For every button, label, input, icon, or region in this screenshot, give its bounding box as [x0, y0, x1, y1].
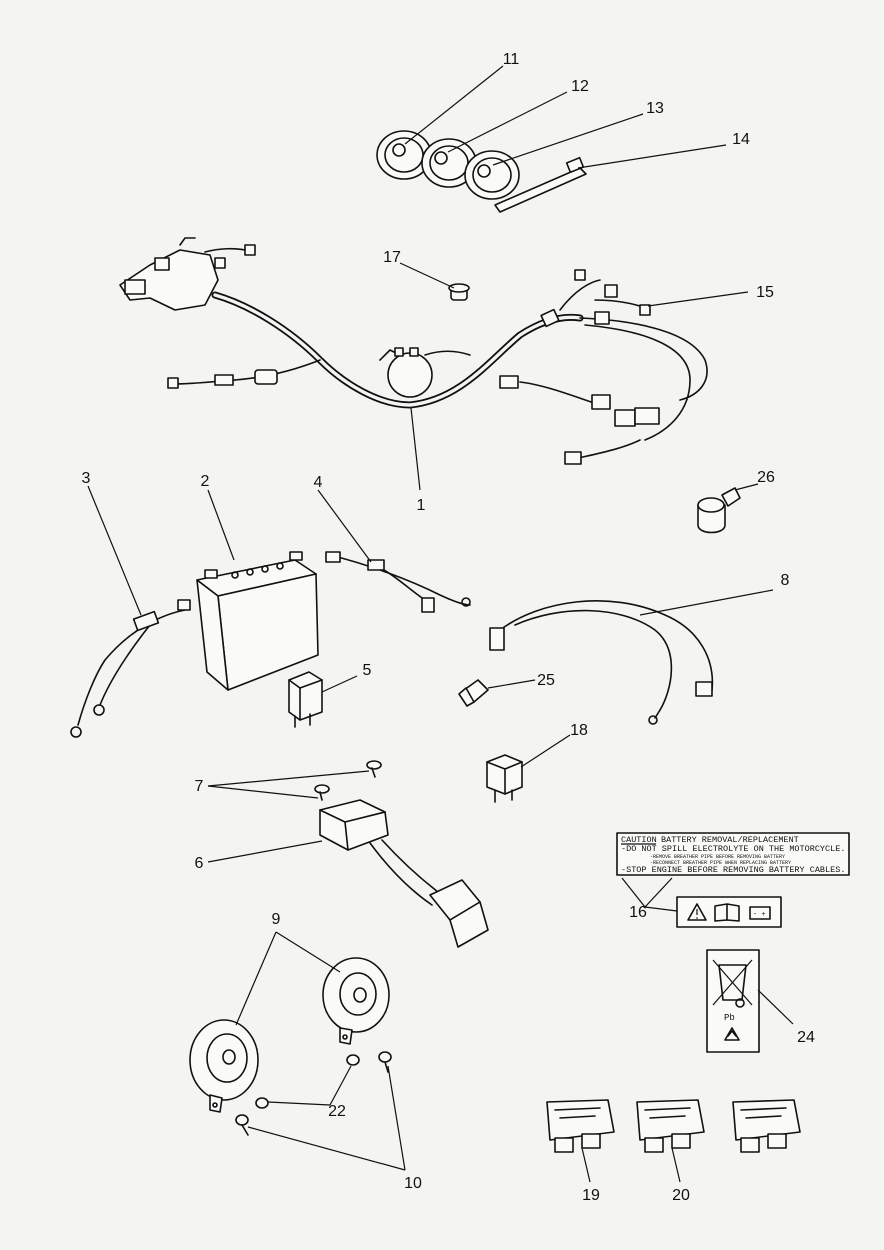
callout-24: 24 [797, 1029, 815, 1046]
callout-18: 18 [570, 722, 588, 739]
callout-2: 2 [201, 473, 210, 490]
caution-label-line3: -REMOVE BREATHER PIPE BEFORE REMOVING BA… [650, 854, 785, 860]
recycle-label-text: Pb [724, 1013, 735, 1023]
callout-16: 16 [629, 904, 647, 921]
grommet-13 [464, 150, 520, 200]
battery-icon-label: - + [753, 911, 766, 919]
callout-1: 1 [417, 497, 426, 514]
callout-20: 20 [672, 1187, 690, 1204]
caution-label-line2: -DO NOT SPILL ELECTROLYTE ON THE MOTORCY… [621, 844, 845, 854]
battery-2 [196, 551, 319, 691]
caution-label-line5: -STOP ENGINE BEFORE REMOVING BATTERY CAB… [621, 865, 845, 875]
relay-5 [288, 671, 323, 728]
fuse-19 [546, 1099, 615, 1153]
caution-label-line1b: BATTERY REMOVAL/REPLACEMENT [661, 835, 799, 845]
bolt-10b [378, 1051, 392, 1073]
plug-17 [448, 283, 470, 301]
battery-lead-3 [70, 599, 191, 738]
open-book-icon [714, 903, 740, 922]
grommet-12 [421, 138, 477, 188]
callout-11: 11 [503, 51, 520, 68]
connector-cap-26 [697, 487, 741, 534]
callout-10: 10 [404, 1175, 422, 1192]
recycle-label-24: Pb [706, 949, 760, 1053]
fuse-unlabelled [732, 1099, 801, 1153]
lead-8 [489, 600, 714, 725]
cable-strap-14 [494, 156, 587, 213]
callout-25: 25 [537, 672, 555, 689]
horn-9-right [322, 957, 390, 1045]
nut-22b [346, 1054, 360, 1066]
screw-7b [366, 760, 382, 778]
main-wiring-harness-1 [119, 237, 708, 465]
callout-4: 4 [314, 474, 323, 491]
callout-8: 8 [781, 572, 790, 589]
callout-14: 14 [732, 131, 750, 148]
callout-3: 3 [82, 470, 91, 487]
callout-17: 17 [383, 249, 401, 266]
callout-12: 12 [571, 78, 589, 95]
connector-25 [458, 679, 489, 707]
relay-18 [486, 754, 523, 803]
bolt-10a [235, 1114, 249, 1136]
warning-triangle-icon [687, 903, 707, 921]
screw-7a [314, 784, 330, 801]
caution-label-line1a: CAUTION [621, 835, 657, 845]
caution-label-line4: -RECONNECT BREATHER PIPE WHEN REPLACING … [650, 860, 791, 866]
horn-9-left [189, 1019, 259, 1113]
battery-icon: - + [749, 906, 771, 920]
fuse-20 [636, 1099, 705, 1153]
nut-22a [255, 1097, 269, 1109]
callout-5: 5 [363, 662, 372, 679]
callout-9: 9 [272, 911, 281, 928]
battery-lead-4 [325, 551, 471, 613]
recycle-icon [724, 1027, 740, 1041]
callout-19: 19 [582, 1187, 600, 1204]
crossed-bin-icon [712, 959, 753, 1008]
callout-26: 26 [757, 469, 775, 486]
callout-13: 13 [646, 100, 664, 117]
pictogram-label-16: - + [676, 896, 782, 928]
callout-numbers: 11 12 13 14 15 17 1 26 2 3 4 8 5 25 18 7… [82, 51, 815, 1204]
caution-label-16: CAUTION BATTERY REMOVAL/REPLACEMENT -DO … [616, 832, 850, 876]
regulator-6 [319, 799, 489, 948]
callout-15: 15 [756, 284, 774, 301]
callout-22: 22 [328, 1103, 346, 1120]
leader-lines [87, 65, 794, 1183]
callout-6: 6 [195, 855, 204, 872]
callout-7: 7 [195, 778, 204, 795]
